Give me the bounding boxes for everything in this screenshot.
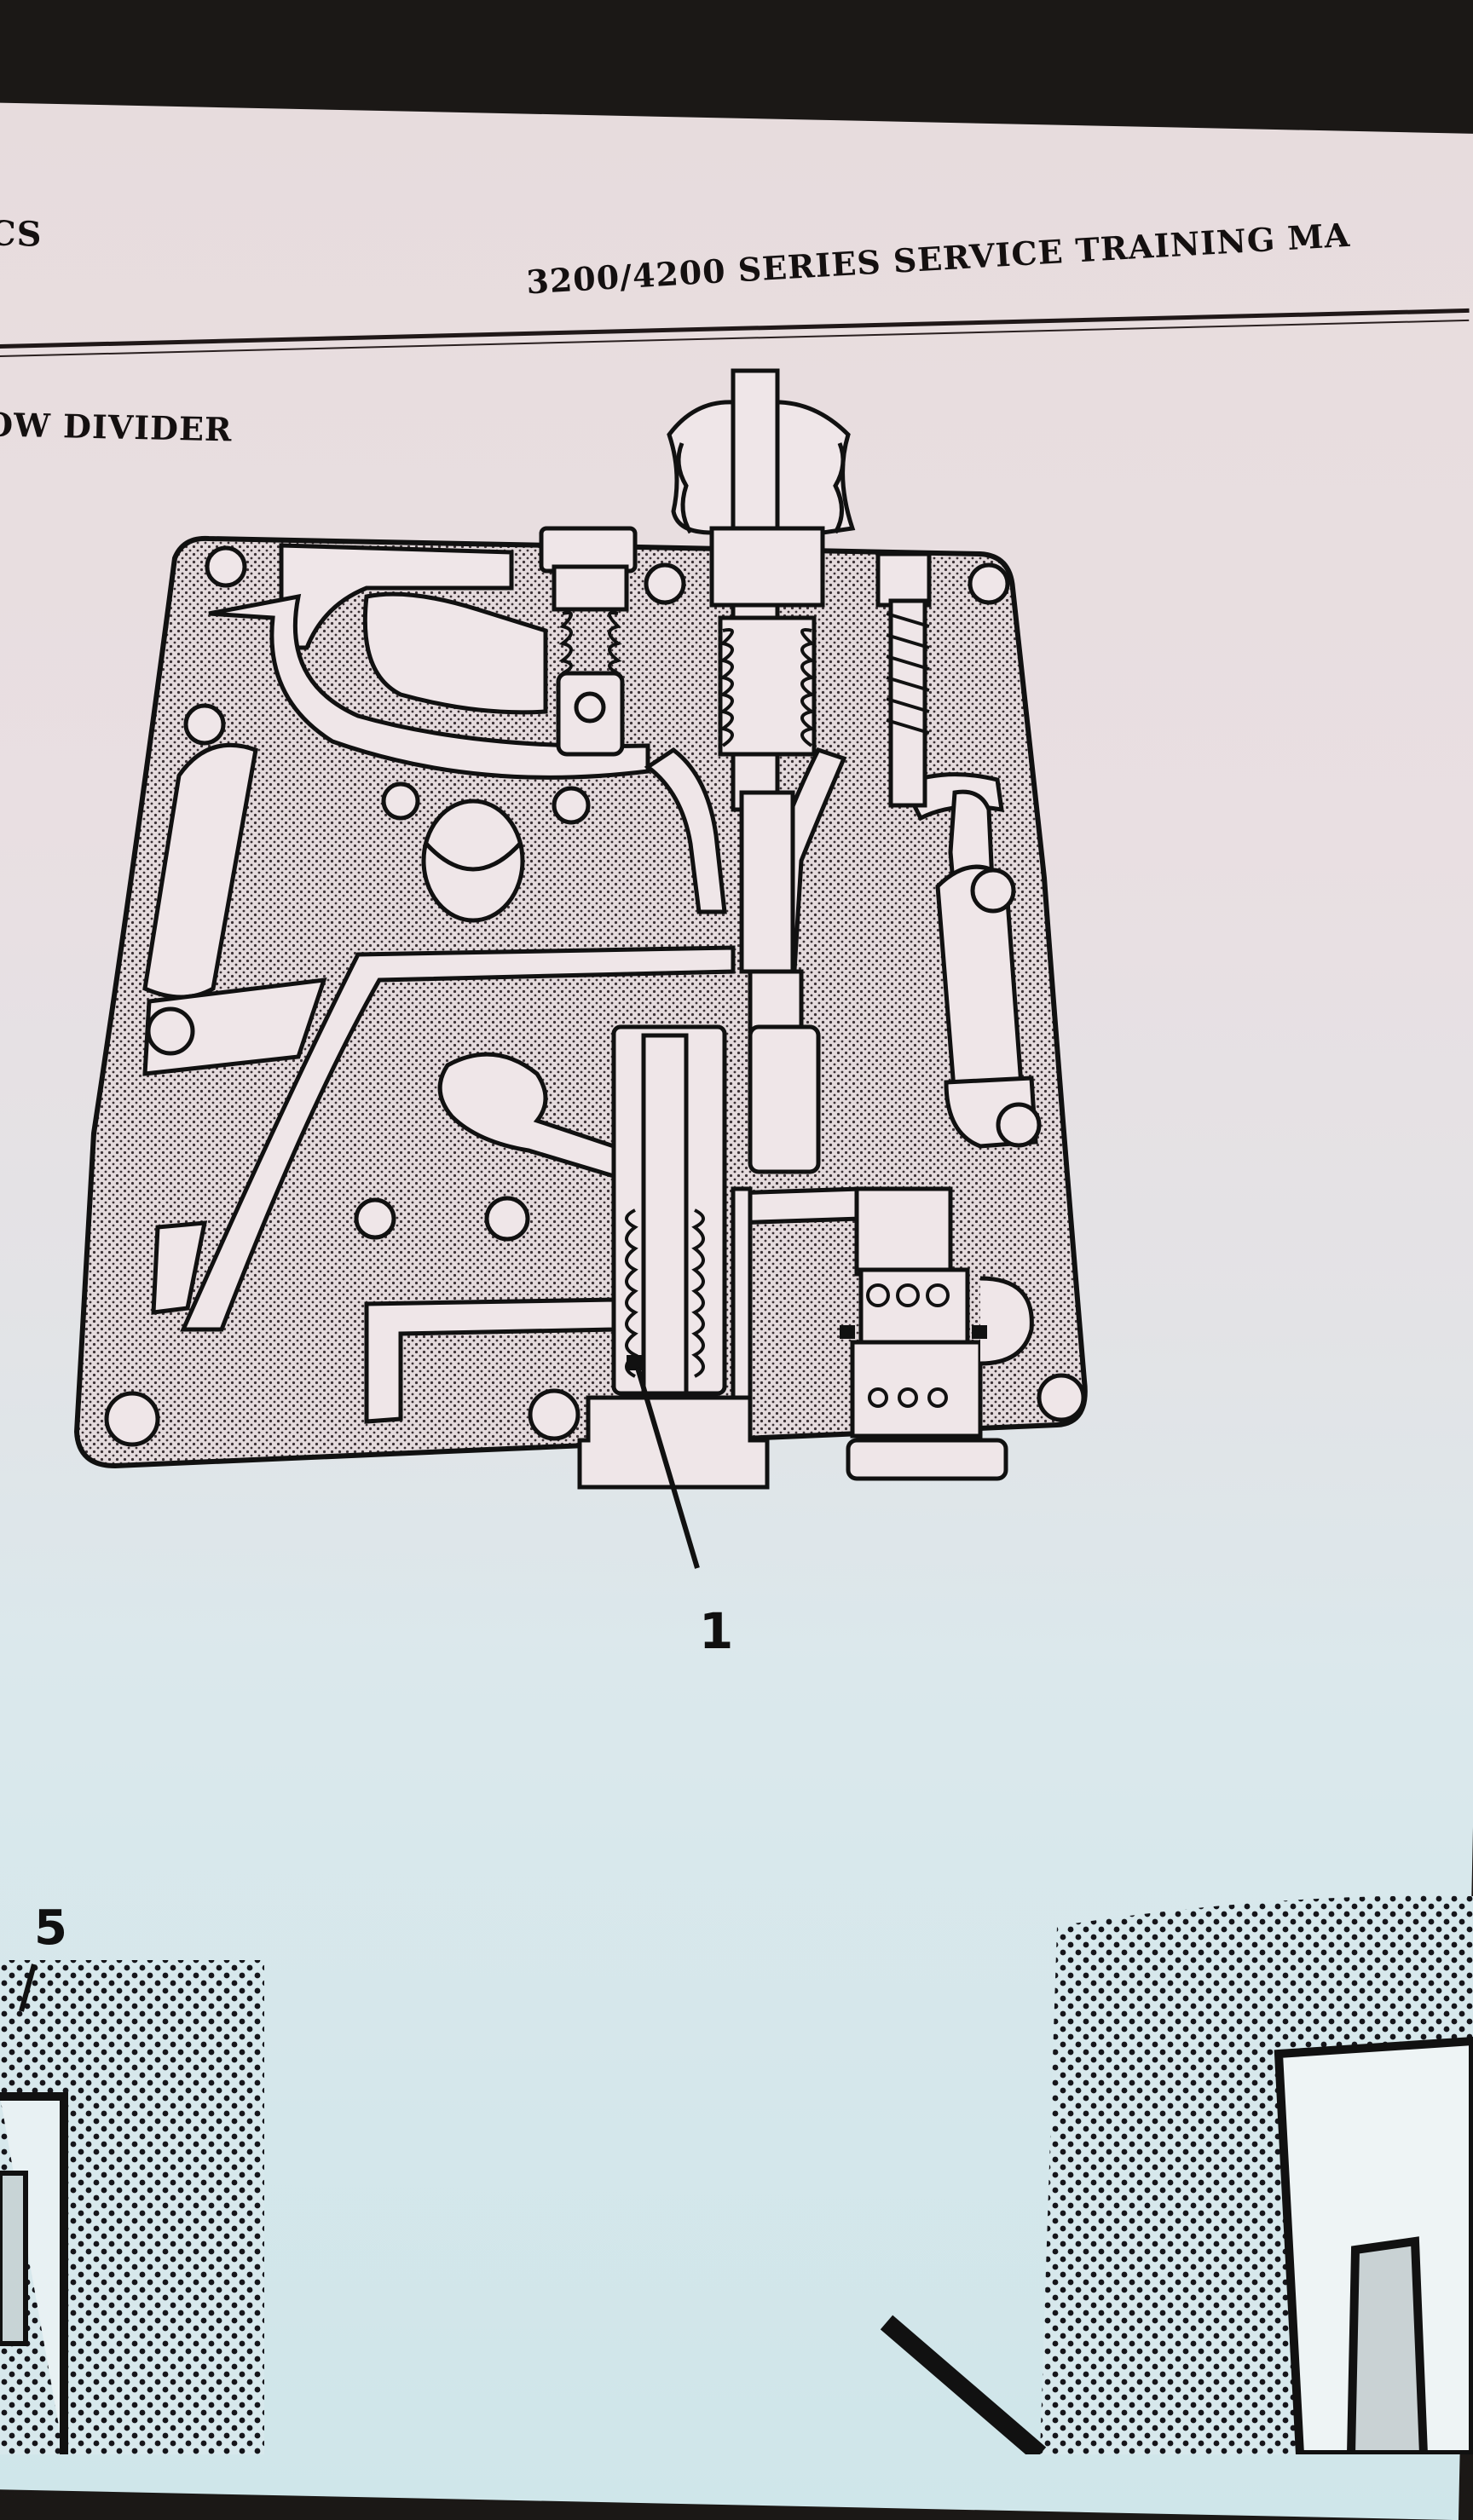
callout-1-label: 1	[699, 1602, 734, 1660]
partial-figure-left	[0, 1960, 264, 2454]
partial-figure-right	[880, 1895, 1473, 2454]
callout-5-label: 5	[34, 1900, 67, 1956]
callout-1-leader	[635, 1367, 700, 1569]
valve-body-diagram	[0, 371, 1473, 2454]
